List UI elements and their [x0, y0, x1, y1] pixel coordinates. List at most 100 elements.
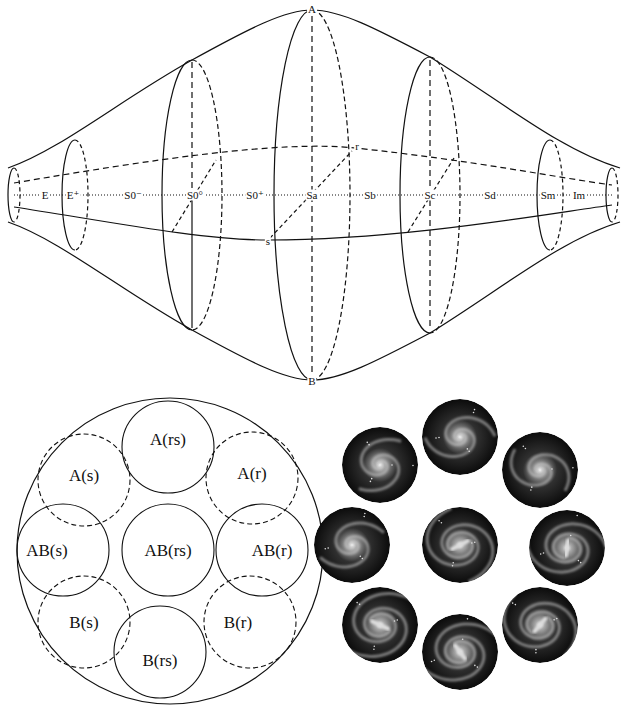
star-dot	[373, 648, 375, 650]
galaxy-disk	[422, 399, 498, 475]
circle-outline-shape	[17, 504, 109, 596]
galaxy-disk	[502, 432, 578, 508]
variety-circle: B(rs)	[113, 605, 207, 699]
circle-outline-shape	[216, 504, 308, 596]
circle-outline-shape	[114, 606, 206, 698]
stage-label: s	[265, 236, 271, 247]
variety-label: A(r)	[236, 465, 267, 482]
star-dot	[438, 520, 440, 522]
stage-label: Sm	[540, 190, 557, 201]
star-dot	[467, 618, 469, 620]
star-dot	[512, 602, 514, 604]
galaxy-disk	[422, 507, 498, 583]
star-dot	[523, 445, 525, 447]
galaxy-photo	[314, 507, 390, 583]
star-dot	[556, 618, 558, 620]
star-dot	[452, 565, 454, 567]
section-back	[612, 168, 618, 222]
star-dot	[543, 552, 545, 554]
star-dot	[553, 619, 555, 621]
stage-label: S0⁺	[245, 190, 264, 201]
star-dot	[570, 535, 572, 537]
spiral-arm	[354, 594, 413, 642]
galaxy-photo	[417, 614, 503, 690]
variety-label: AB(r)	[251, 542, 294, 559]
stage-label: A	[307, 4, 317, 15]
variety-circle: B(s)	[37, 575, 131, 669]
stage-label: E⁺	[66, 190, 81, 201]
galaxy-photo	[527, 510, 607, 586]
galaxy-photo	[342, 427, 418, 503]
galaxy-disk	[529, 510, 605, 586]
star-dot	[438, 437, 440, 439]
spiral-arm	[521, 603, 576, 656]
stage-label: E	[41, 190, 50, 201]
stage-label: Im	[572, 190, 586, 201]
galaxy-disk	[502, 587, 578, 663]
variety-circle: B(r)	[203, 575, 297, 669]
star-dot	[515, 604, 517, 606]
star-dot	[578, 560, 580, 562]
circle-outline-shape	[38, 434, 130, 526]
spiral-arm	[436, 624, 503, 668]
section-axis	[191, 62, 192, 195]
star-dot	[474, 665, 476, 667]
galaxy-photos	[314, 399, 607, 690]
star-dot	[327, 547, 329, 549]
spiral-arm	[442, 525, 493, 582]
variety-label: AB(rs)	[143, 542, 192, 559]
star-dot	[474, 541, 476, 543]
section-axis	[191, 195, 192, 328]
variety-label: B(s)	[68, 614, 99, 631]
variety-axis	[270, 151, 352, 238]
galaxy-photo	[422, 507, 498, 583]
variety-label: A(s)	[68, 467, 100, 484]
star-dot	[531, 486, 533, 488]
star-dot	[396, 619, 398, 621]
star-dot	[572, 467, 574, 469]
stage-label: S0°	[186, 190, 204, 201]
stage-label: B	[307, 376, 316, 387]
galaxy-photo	[502, 587, 578, 663]
star-dot	[366, 442, 368, 444]
variety-axis	[408, 158, 454, 232]
galaxy-bar	[535, 619, 546, 631]
star-dot	[551, 468, 553, 470]
star-dot	[535, 649, 537, 651]
star-dot	[468, 451, 470, 453]
variety-circle: A(s)	[37, 433, 131, 527]
star-dot	[391, 464, 393, 466]
star-dot	[368, 444, 370, 446]
variety-label: B(rs)	[142, 652, 179, 669]
stage-label: Sd	[483, 190, 497, 201]
spiral-arm	[529, 455, 569, 491]
ring-curve	[14, 146, 612, 185]
galaxy-bar	[452, 541, 467, 549]
star-dot	[433, 659, 435, 661]
variety-circle: A(rs)	[121, 400, 215, 494]
stage-label: S0⁻	[123, 190, 142, 201]
star-dot	[540, 553, 542, 555]
star-dot	[474, 409, 476, 411]
galaxy-photo	[422, 399, 498, 475]
star-dot	[530, 489, 532, 491]
star-dot	[525, 448, 527, 450]
star-dot	[324, 548, 326, 550]
galaxy-disk	[314, 507, 390, 583]
upper-silhouette	[8, 10, 620, 168]
star-dot	[467, 448, 469, 450]
star-dot	[462, 638, 464, 640]
volume-outline	[8, 10, 620, 380]
spiral-arm	[546, 524, 607, 565]
spiral-arm	[336, 523, 384, 554]
variety-label: AB(s)	[25, 542, 69, 559]
stage-label: Sc	[424, 190, 437, 201]
star-dot	[370, 481, 372, 483]
galaxy-bar	[566, 540, 568, 555]
cross-section-circle	[17, 398, 323, 704]
spiral-curve	[14, 205, 612, 240]
galaxy-disk	[342, 427, 418, 503]
variety-circle: AB(r)	[215, 503, 309, 597]
